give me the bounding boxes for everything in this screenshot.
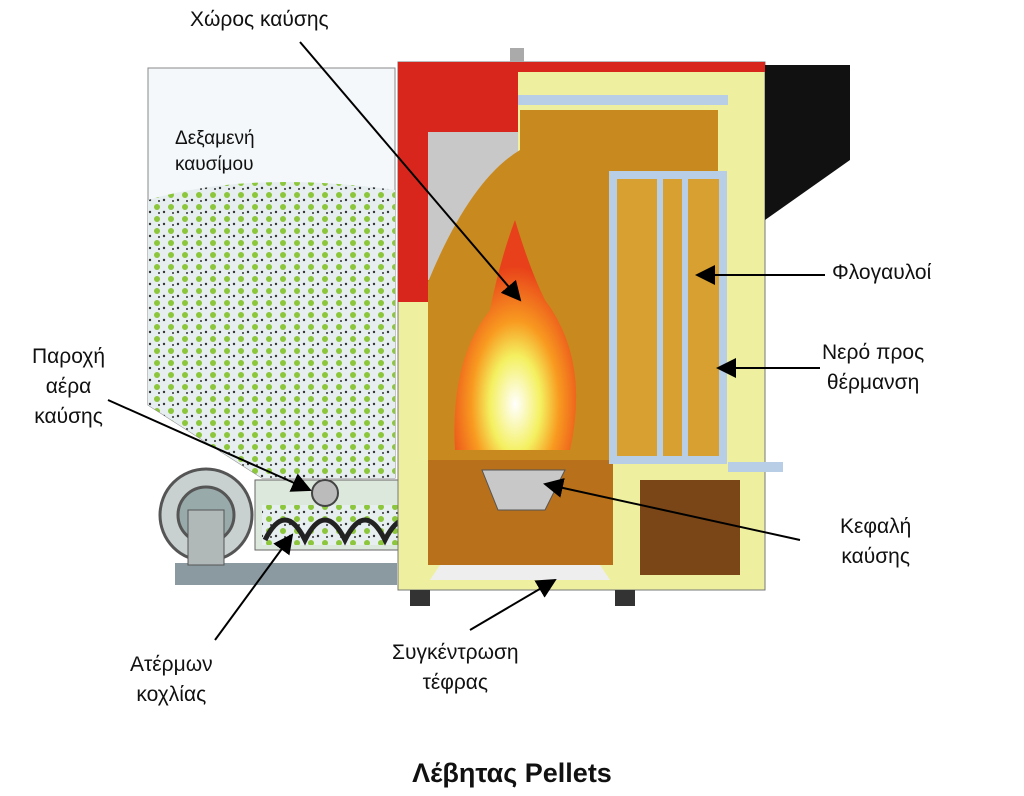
- label-line: κοχλίας: [136, 683, 207, 706]
- callout-arrows: [107, 41, 825, 641]
- label-line: καύσης: [34, 405, 103, 428]
- label-auger: Ατέρμων κοχλίας: [130, 650, 213, 710]
- label-line: θέρμανση: [826, 371, 920, 394]
- label-line: Ατέρμων: [130, 653, 213, 676]
- label-air-supply: Παροχή αέρα καύσης: [32, 342, 105, 432]
- label-line: Κεφαλή: [840, 515, 912, 538]
- label-line: καύσης: [841, 545, 910, 568]
- fuel-tank: [147, 67, 396, 479]
- label-line: Δεξαμενή: [175, 128, 255, 149]
- base-platform: [175, 563, 397, 585]
- label-burner-head: Κεφαλή καύσης: [840, 512, 911, 572]
- fan-motor: [158, 467, 254, 566]
- control-box: [765, 65, 850, 220]
- label-heating-water: Νερό προς θέρμανση: [822, 338, 924, 398]
- label-line: Παροχή: [32, 345, 106, 368]
- label-line: καυσίμου: [175, 154, 254, 175]
- label-flue-tubes: Φλογαυλοί: [832, 261, 932, 284]
- boiler-body: [397, 48, 783, 606]
- label-line: Συγκέντρωση: [392, 641, 519, 664]
- label-line: τέφρας: [422, 671, 489, 694]
- label-ash-collection: Συγκέντρωση τέφρας: [392, 638, 519, 698]
- label-fuel-tank: Δεξαμενή καυσίμου: [175, 126, 255, 178]
- diagram-title: Λέβητας Pellets: [412, 758, 612, 788]
- label-line: αέρα: [45, 375, 92, 398]
- label-combustion-chamber: Χώρος καύσης: [190, 8, 329, 31]
- label-line: Νερό προς: [822, 341, 925, 364]
